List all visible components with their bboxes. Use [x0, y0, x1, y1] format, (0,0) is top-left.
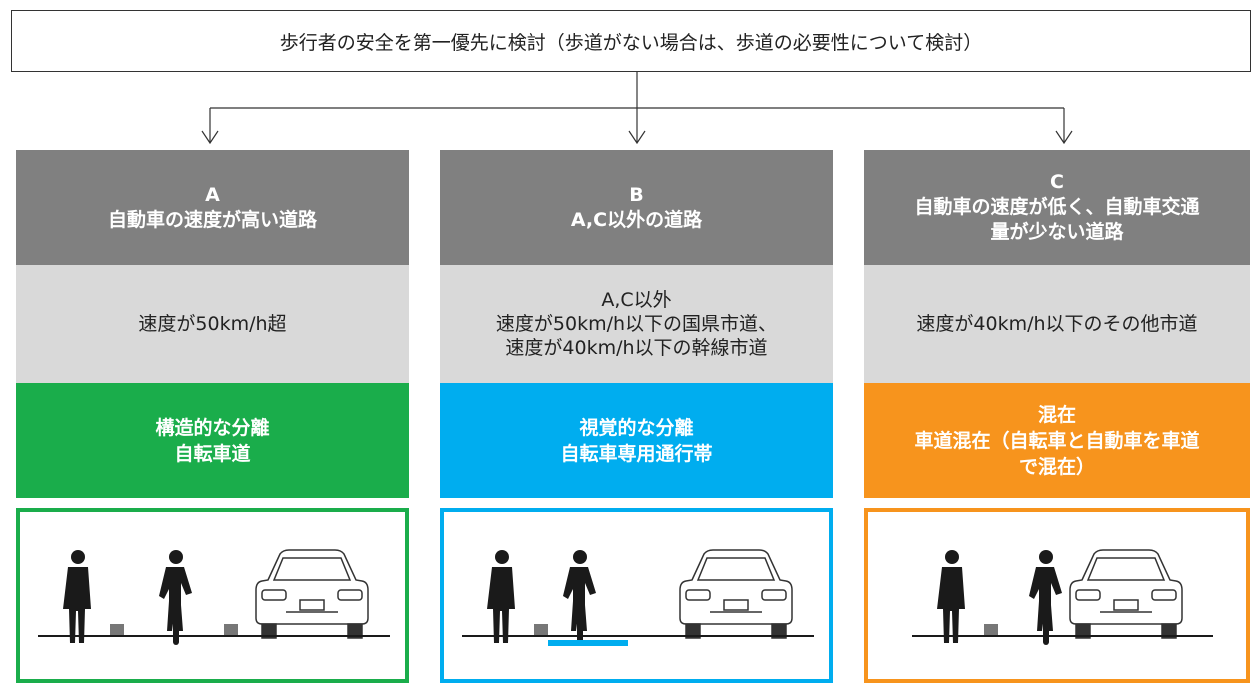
cyclist-icon — [563, 550, 596, 645]
top-priority-text: 歩行者の安全を第一優先に検討（歩道がない場合は、歩道の必要性について検討） — [279, 31, 983, 54]
column-b-criteria: A,C以外 速度が50km/h以下の国県市道、 速度が40km/h以下の幹線市道 — [440, 265, 833, 383]
column-c-criteria-line-1: 速度が40km/h以下のその他市道 — [916, 313, 1198, 335]
column-b-solution-line-2: 自転車専用通行帯 — [560, 442, 713, 465]
column-a-solution-line-1: 構造的な分離 — [155, 416, 270, 439]
car-icon — [1069, 549, 1183, 639]
arrow-b-icon — [628, 130, 646, 145]
column-a-solution-line-2: 自転車道 — [174, 442, 251, 465]
column-b-criteria-line-2: 速度が50km/h以下の国県市道、 — [495, 313, 778, 335]
column-a-header: A 自動車の速度が高い道路 — [16, 150, 409, 265]
curb-block — [534, 624, 548, 636]
cyclist-icon — [159, 550, 192, 645]
column-b-header-line-1: B — [629, 183, 644, 206]
column-c-header-line-1: C — [1050, 171, 1064, 193]
top-priority-box: 歩行者の安全を第一優先に検討（歩道がない場合は、歩道の必要性について検討） — [11, 10, 1251, 72]
column-a-header-line-1: A — [205, 183, 220, 206]
column-b-criteria-line-3: 速度が40km/h以下の幹線市道 — [505, 337, 768, 359]
column-c-header-line-3: 量が少ない道路 — [990, 221, 1124, 243]
column-a-solution: 構造的な分離 自転車道 — [16, 383, 409, 498]
car-icon — [679, 549, 793, 639]
column-b-header: B A,C以外の道路 — [440, 150, 833, 265]
column-b-solution-line-1: 視覚的な分離 — [579, 416, 694, 439]
column-a-criteria-line-1: 速度が50km/h超 — [138, 313, 287, 335]
column-b-illustration — [440, 508, 833, 683]
pedestrian-icon — [63, 550, 91, 643]
arrow-c-icon — [1055, 130, 1073, 145]
column-a-header-line-2: 自動車の速度が高い道路 — [107, 208, 317, 231]
pedestrian-icon — [487, 550, 515, 643]
column-c-solution: 混在 車道混在（自転車と自動車を車道 で混在） — [864, 383, 1250, 498]
column-c-criteria: 速度が40km/h以下のその他市道 — [864, 265, 1250, 383]
cyclist-icon — [1029, 550, 1062, 645]
column-a-criteria: 速度が50km/h超 — [16, 265, 409, 383]
column-a-illustration — [16, 508, 409, 683]
column-c-header: C 自動車の速度が低く、自動車交通 量が少ない道路 — [864, 150, 1250, 265]
pedestrian-icon — [937, 550, 965, 643]
arrow-a-icon — [201, 130, 219, 145]
curb-block-right — [224, 624, 238, 636]
column-c-header-line-2: 自動車の速度が低く、自動車交通 — [914, 196, 1200, 218]
column-b-criteria-line-1: A,C以外 — [601, 289, 672, 311]
column-c-solution-line-1: 混在 — [1037, 403, 1076, 426]
bicycle-lane-marking — [548, 640, 628, 646]
column-b-solution: 視覚的な分離 自転車専用通行帯 — [440, 383, 833, 498]
column-b-header-line-2: A,C以外の道路 — [570, 208, 703, 231]
column-c-solution-line-2: 車道混在（自転車と自動車を車道 — [914, 429, 1200, 452]
curb-block-left — [110, 624, 124, 636]
car-icon — [255, 549, 369, 639]
column-c-illustration — [864, 508, 1250, 683]
connector-arrows — [201, 72, 1073, 145]
column-c-solution-line-3: で混在） — [1018, 455, 1095, 478]
curb-block — [984, 624, 998, 636]
